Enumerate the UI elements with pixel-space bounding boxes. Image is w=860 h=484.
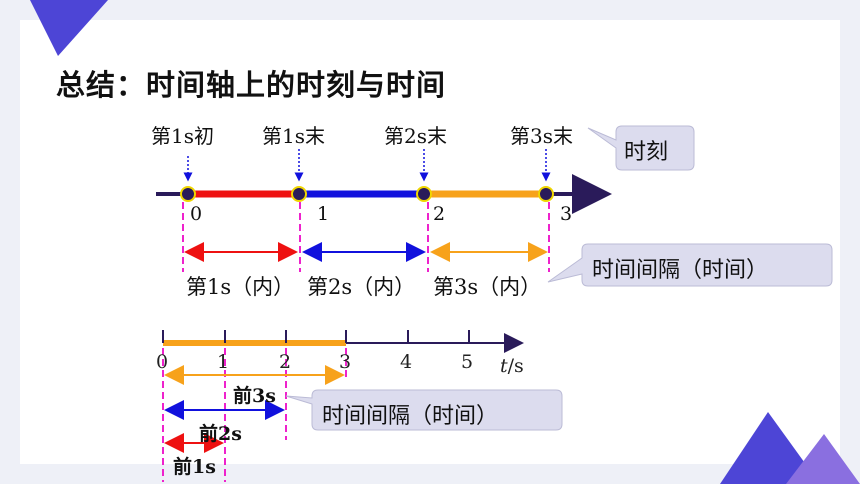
interval-label-3: 第3s（内） [433, 275, 542, 299]
bottom-tick-3: 3 [339, 351, 352, 373]
span-label-3s: 前3s [233, 385, 276, 407]
interval-callout-text-bottom: 时间间隔（时间） [322, 404, 499, 429]
top-tick-3: 3 [560, 203, 573, 225]
bottom-ticks [162, 330, 470, 343]
interval-callout-bubble-bottom [285, 389, 563, 431]
bottom-tick-1: 1 [217, 351, 230, 373]
bottom-right-triangle-dark [720, 412, 820, 484]
span-label-2s: 前2s [199, 423, 242, 445]
interval-callout-text-top: 时间间隔（时间） [592, 258, 769, 283]
interval-callout-bubble-top [547, 243, 833, 287]
moment-label-2: 第2s末 [384, 124, 447, 148]
top-tick-0: 0 [190, 203, 203, 225]
moment-label-1: 第1s末 [262, 124, 325, 148]
moment-dot-2 [416, 186, 432, 202]
moment-dot-0 [180, 186, 196, 202]
bottom-right-triangle-light [786, 434, 860, 484]
top-tick-2: 2 [433, 203, 446, 225]
moment-dot-3 [538, 186, 554, 202]
axis-unit-s: /s [507, 355, 524, 377]
moment-label-3: 第3s末 [510, 124, 573, 148]
moment-dot-1 [291, 186, 307, 202]
bottom-tick-2: 2 [279, 351, 292, 373]
top-left-triangle [30, 0, 108, 56]
page-title: 总结：时间轴上的时刻与时间 [56, 68, 447, 102]
bottom-tick-5: 5 [461, 351, 474, 373]
span-label-1s: 前1s [173, 456, 216, 478]
moment-label-0: 第1s初 [151, 124, 214, 148]
interval-label-1: 第1s（内） [186, 275, 295, 299]
interval-label-2: 第2s（内） [307, 275, 416, 299]
moment-callout-text: 时刻 [624, 140, 669, 165]
bottom-tick-0: 0 [156, 351, 169, 373]
bottom-tick-4: 4 [400, 351, 413, 373]
top-tick-1: 1 [317, 203, 330, 225]
axis-unit-t: t [500, 355, 508, 377]
moment-callout-bubble [587, 125, 695, 171]
axis-unit-label: t/s [500, 355, 524, 377]
